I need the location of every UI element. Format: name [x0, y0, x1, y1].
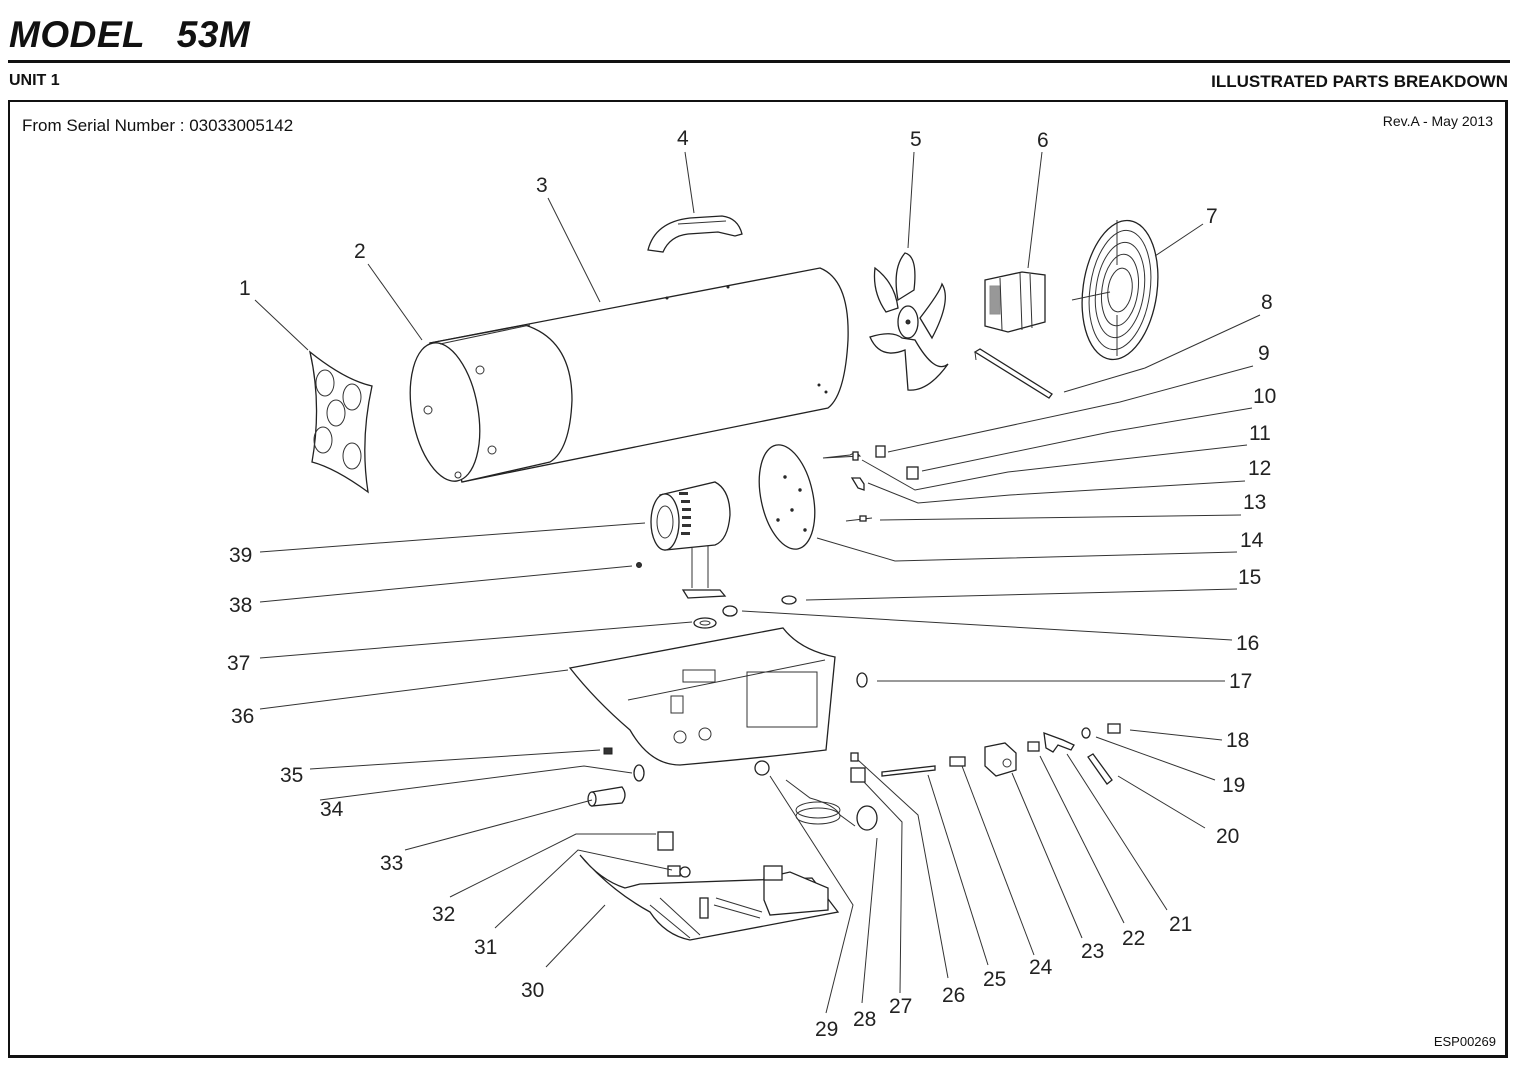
callout-3: 3: [536, 174, 548, 197]
part-motor-bracket: [973, 348, 1053, 399]
callout-1: 1: [239, 277, 251, 300]
callout-34: 34: [320, 798, 344, 821]
callout-11: 11: [1249, 422, 1271, 445]
part-fitting-22: [1027, 741, 1040, 752]
part-base-plate: [579, 854, 840, 941]
part-rear-guard: [1071, 219, 1159, 361]
callout-35: 35: [280, 764, 303, 787]
part-carry-handle: [647, 215, 743, 253]
leader-lines: [254, 151, 1261, 1014]
revision-label: Rev.A - May 2013: [1382, 113, 1493, 129]
part-capacitor: [587, 786, 626, 807]
callout-33: 33: [380, 852, 403, 875]
callout-37: 37: [227, 652, 250, 675]
part-tee-fitting: [1043, 732, 1075, 753]
callout-36: 36: [231, 705, 254, 728]
part-lower-housing: [568, 627, 836, 766]
part-grommet-15: [781, 595, 797, 605]
callout-19: 19: [1222, 774, 1245, 797]
callout-29: 29: [815, 1018, 838, 1041]
callout-4: 4: [677, 127, 689, 150]
callout-numbers: 1 2 3 4 5 6 7 8 9 10 11 12 13 14 15 16 1…: [227, 127, 1276, 1041]
callout-17: 17: [1229, 670, 1252, 693]
callout-20: 20: [1216, 825, 1239, 848]
part-fitting-18: [1107, 723, 1121, 734]
callout-23: 23: [1081, 940, 1104, 963]
part-fitting-24: [949, 756, 966, 767]
part-small-burner-items: [822, 445, 919, 522]
part-grommet-16: [722, 605, 738, 617]
part-screw: [636, 562, 642, 568]
drawing-reference: ESP00269: [1433, 1034, 1496, 1049]
part-fan-blade: [869, 252, 949, 391]
callout-13: 13: [1243, 491, 1266, 514]
callout-8: 8: [1261, 291, 1273, 314]
callout-9: 9: [1258, 342, 1270, 365]
callout-30: 30: [521, 979, 544, 1002]
callout-14: 14: [1240, 529, 1264, 552]
part-motor: [984, 271, 1046, 333]
part-push-button: [667, 865, 691, 878]
part-connector: [850, 767, 866, 783]
part-solenoid-valve: [984, 742, 1017, 777]
callout-26: 26: [942, 984, 965, 1007]
serial-number: From Serial Number : 03033005142: [22, 116, 294, 135]
part-gas-tube: [881, 765, 936, 777]
section-title: ILLUSTRATED PARTS BREAKDOWN: [1211, 72, 1508, 91]
callout-22: 22: [1122, 927, 1145, 950]
callout-31: 31: [474, 936, 497, 959]
callout-6: 6: [1037, 129, 1049, 152]
part-terminal: [603, 747, 613, 755]
part-washer: [1081, 727, 1091, 739]
callout-10: 10: [1253, 385, 1276, 408]
callout-21: 21: [1169, 913, 1192, 936]
callout-12: 12: [1248, 457, 1271, 480]
callout-16: 16: [1236, 632, 1259, 655]
part-nut-17: [856, 672, 868, 688]
callout-18: 18: [1226, 729, 1249, 752]
callout-5: 5: [910, 128, 922, 151]
callout-15: 15: [1238, 566, 1261, 589]
unit-label: UNIT 1: [9, 72, 60, 89]
callout-2: 2: [354, 240, 366, 263]
callout-25: 25: [983, 968, 1006, 991]
drawing-frame: [8, 100, 1508, 1058]
part-gasket-37: [693, 617, 717, 629]
callout-38: 38: [229, 594, 252, 617]
callout-7: 7: [1206, 205, 1218, 228]
part-shell-assembly: [409, 267, 849, 483]
callout-27: 27: [889, 995, 912, 1018]
part-nozzle: [1087, 753, 1113, 785]
part-grommet-34: [633, 764, 645, 782]
part-burner-disc: [758, 444, 816, 550]
callout-32: 32: [432, 903, 455, 926]
part-front-grille: [308, 350, 373, 494]
part-strain-relief: [754, 760, 770, 776]
part-nut-26: [850, 752, 859, 762]
part-air-filter: [650, 481, 731, 599]
callout-39: 39: [229, 544, 252, 567]
header-rule: [8, 60, 1510, 63]
callout-24: 24: [1029, 956, 1053, 979]
model-title: MODEL 53M: [9, 14, 251, 55]
part-switch: [657, 831, 674, 851]
part-power-cord: [785, 779, 878, 831]
callout-28: 28: [853, 1008, 876, 1031]
